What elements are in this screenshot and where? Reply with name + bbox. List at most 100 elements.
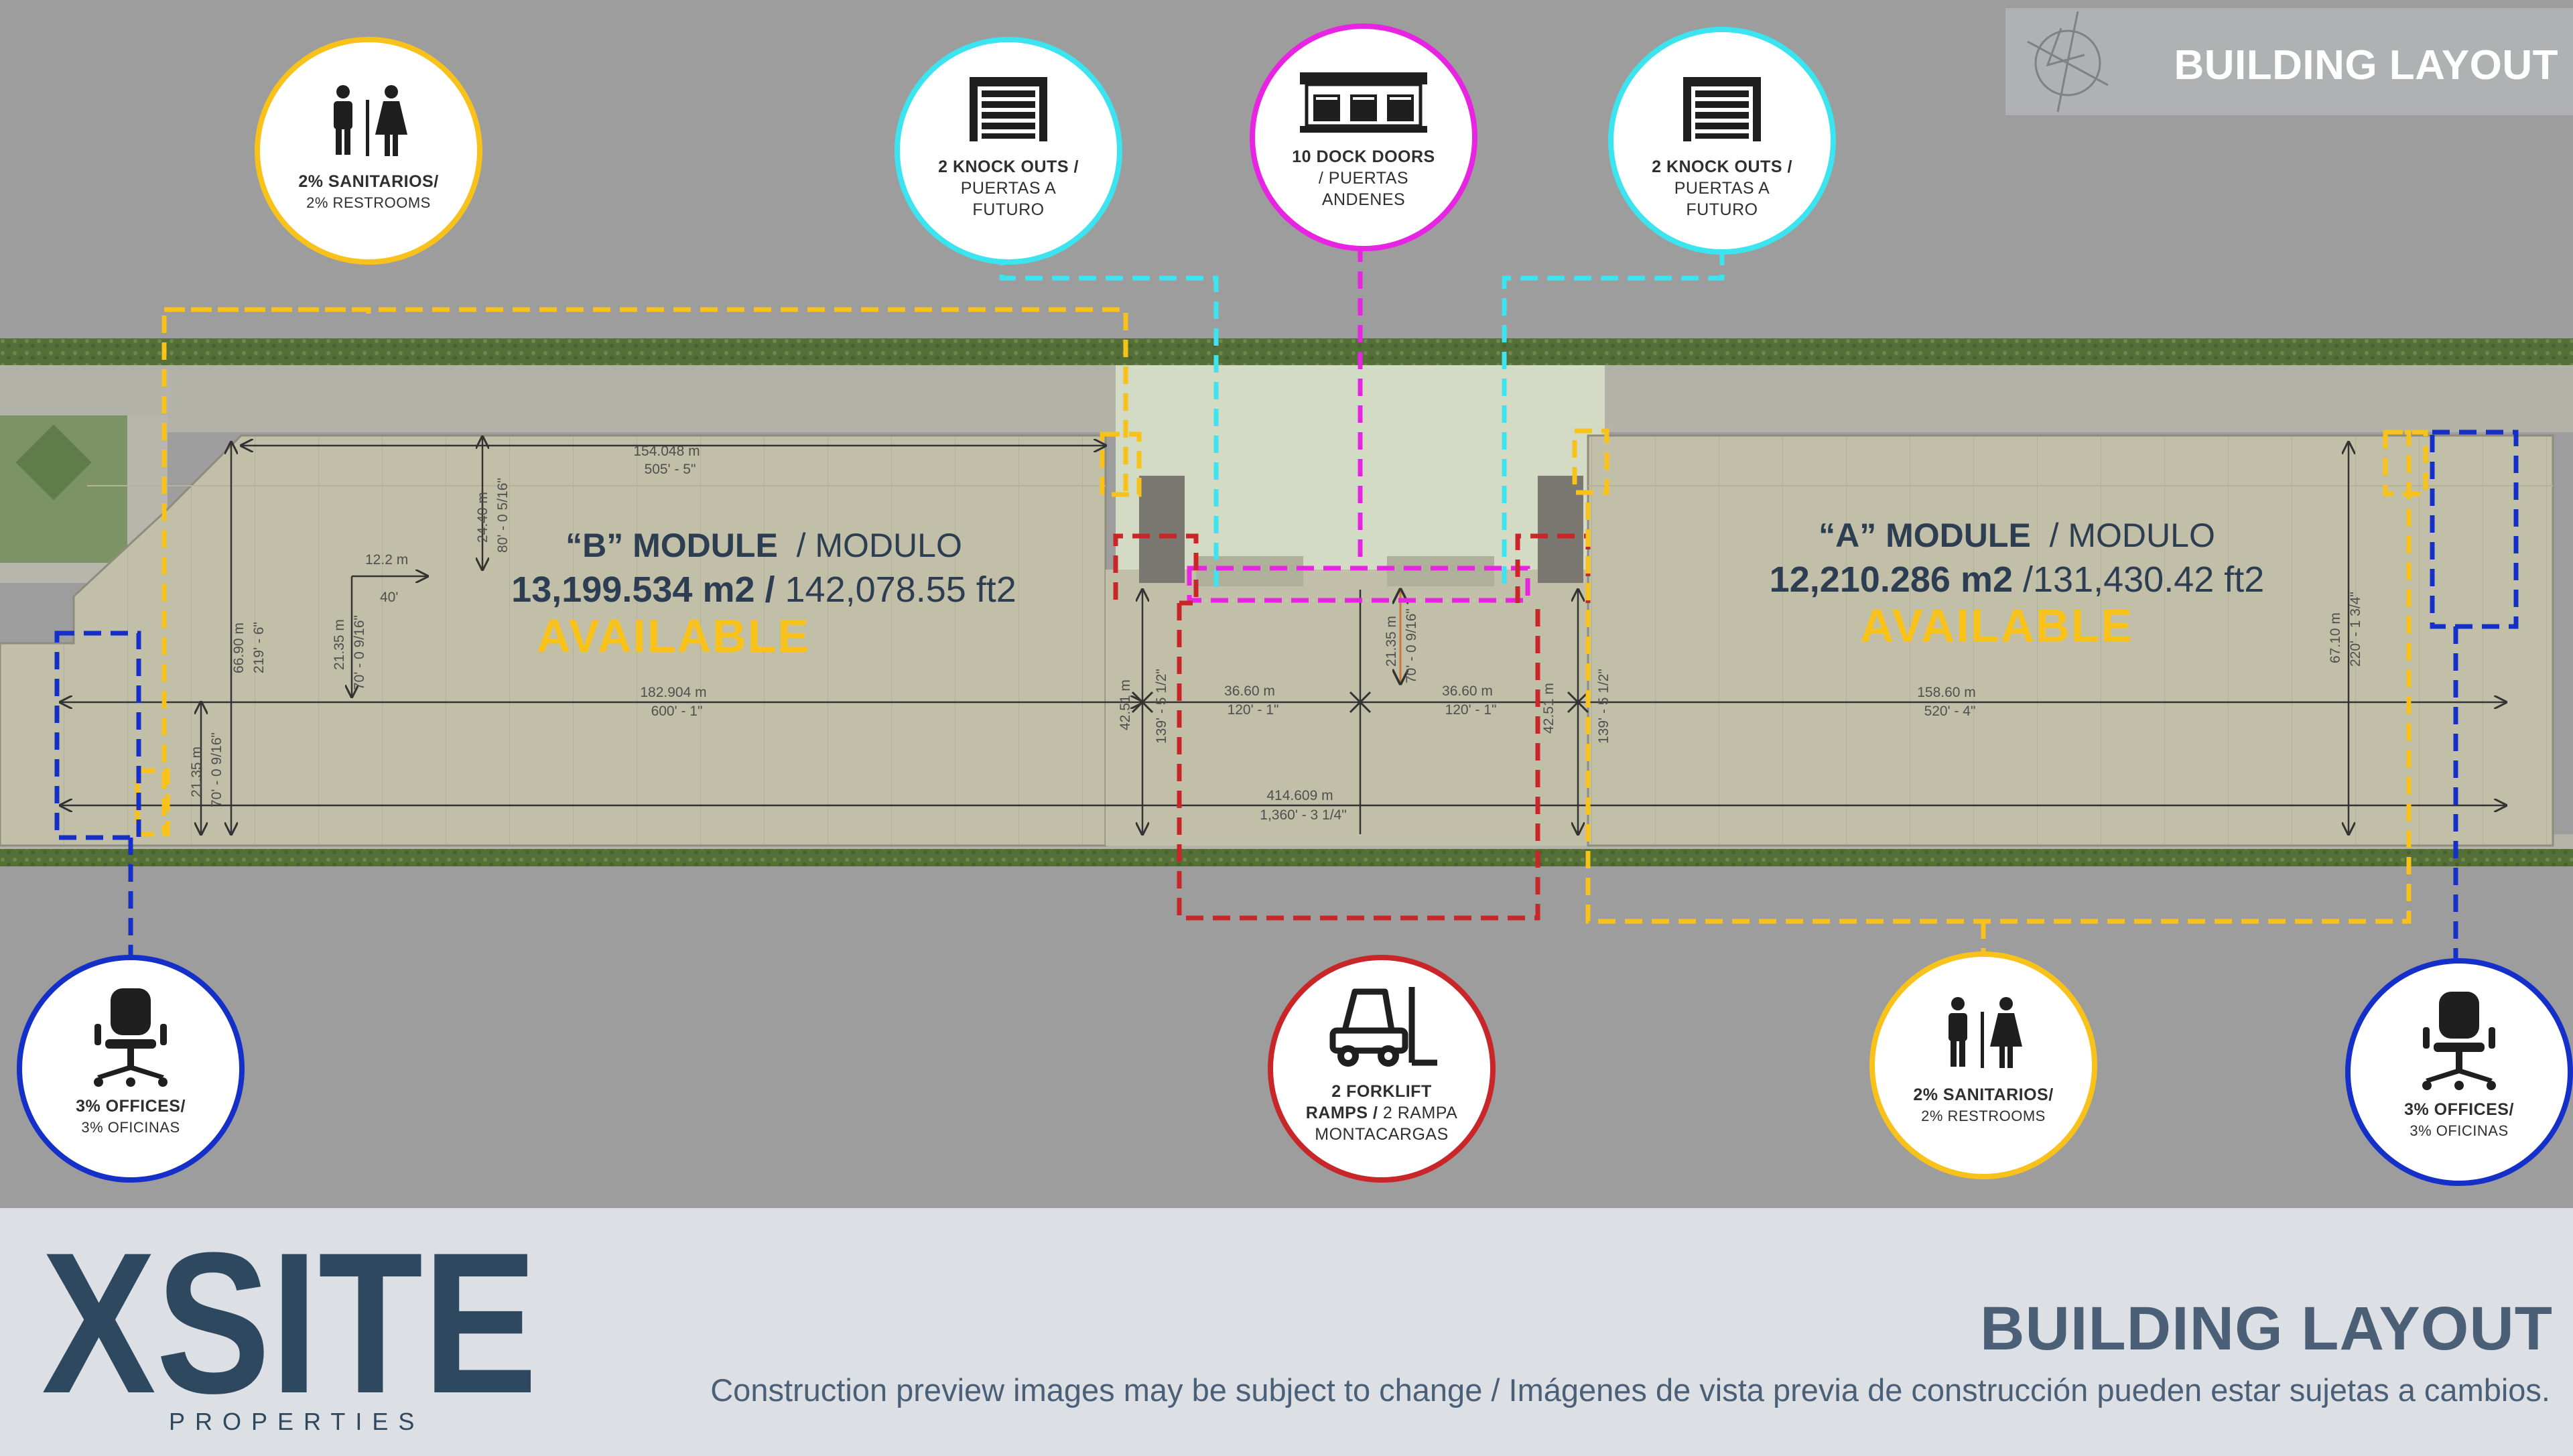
dock-building-icon (1300, 72, 1427, 133)
dim-a-len-m: 158.60 m (1917, 685, 1976, 700)
knockouts-left-line1: 2 KNOCK OUTS / (938, 157, 1079, 176)
restrooms-bottom-line1: 2% SANITARIOS/ (1913, 1085, 2054, 1104)
forklift-line2a: RAMPS / (1305, 1104, 1378, 1122)
module-b-status: AVAILABLE (536, 610, 811, 662)
dim-mid2-ft: 120' - 1" (1445, 702, 1497, 718)
header-title: BUILDING LAYOUT (2174, 42, 2558, 88)
callout-knockouts-right: 2 KNOCK OUTS / PUERTAS A FUTURO (1608, 27, 1836, 255)
module-a-area-m2: 12,210.286 m2 (1769, 559, 2013, 600)
callout-knockouts-left: 2 KNOCK OUTS / PUERTAS A FUTURO (895, 37, 1122, 265)
offices-left-line2: 3% OFICINAS (81, 1119, 180, 1136)
zone-restrooms-a (1585, 429, 2412, 924)
callout-restrooms-bottom: 2% SANITARIOS/ 2% RESTROOMS (1869, 951, 2097, 1179)
forklift-line2b: 2 RAMPA (1382, 1104, 1458, 1122)
callout-forklift: 2 FORKLIFT RAMPS / 2 RAMPA MONTACARGAS (1268, 955, 1496, 1183)
office-chair-icon (2422, 992, 2496, 1090)
footer-title: BUILDING LAYOUT (1980, 1295, 2553, 1363)
dim-b-len-m: 182.904 m (640, 685, 706, 700)
dim-b-top-ft: 505' - 5" (645, 462, 696, 477)
office-chair-icon (94, 988, 168, 1087)
dim-a-len-ft: 520' - 4" (1924, 704, 1976, 719)
zone-restroom-a-box (1572, 428, 1609, 495)
dock-canopy-left (1139, 476, 1185, 583)
callout-restrooms-top: 2% SANITARIOS/ 2% RESTROOMS (255, 37, 482, 265)
zone-forklift (1177, 603, 1540, 921)
forklift-icon (1329, 987, 1437, 1067)
dim-col-x-m: 12.2 m (365, 552, 408, 568)
restroom-icon (1949, 997, 2022, 1068)
zone-forklift-left (1113, 533, 1199, 606)
dim-total-ft: 1,360' - 3 1/4" (1260, 807, 1346, 823)
compass-logo-icon (2027, 11, 2109, 113)
dim-mid2-m: 36.60 m (1442, 683, 1493, 699)
dock-platform-left (1196, 556, 1303, 586)
dim-b-top-m: 154.048 m (633, 444, 700, 459)
title-box: BUILDING LAYOUT (2005, 8, 2573, 115)
dim-dock-left-ft: 139' - 5 1/2" (1154, 669, 1169, 744)
garage-door-icon (1683, 77, 1761, 141)
dim-mid-bay-m: 21.35 m (1384, 616, 1399, 667)
dim-b-bay-m: 24.40 m (475, 492, 490, 543)
knockouts-right-line1: 2 KNOCK OUTS / (1652, 157, 1792, 176)
footer: XSITE PROPERTIES BUILDING LAYOUT Constru… (0, 1208, 2573, 1456)
offices-right-line1: 3% OFFICES/ (2404, 1100, 2514, 1119)
zone-dock-doors (1187, 566, 1530, 603)
zone-offices-a (2430, 429, 2519, 629)
dim-dock-right-ft: 139' - 5 1/2" (1596, 669, 1611, 744)
dim-mid1-m: 36.60 m (1224, 683, 1275, 699)
module-a-name-es: / MODULO (2049, 517, 2215, 554)
dim-a-height-m: 67.10 m (2328, 612, 2343, 663)
zone-restroom-a-box-right (2383, 429, 2428, 497)
logo-subtitle: PROPERTIES (169, 1408, 425, 1435)
dock-doors-line3: ANDENES (1321, 190, 1406, 209)
dock-platform-right (1387, 556, 1494, 586)
dim-end-bay-m: 21.35 m (189, 746, 204, 797)
module-a-name: “A” MODULE (1819, 517, 2031, 554)
dim-col-y-ft: 70' - 0 9/16" (352, 615, 367, 690)
forklift-line1: 2 FORKLIFT (1331, 1082, 1432, 1101)
zone-restroom-b-box (1100, 432, 1142, 497)
dock-doors-line2: / PUERTAS (1318, 169, 1409, 188)
dim-total-m: 414.609 m (1266, 788, 1333, 803)
dim-b-height-ft: 219' - 6" (251, 622, 267, 673)
dim-b-len-ft: 600' - 1" (651, 704, 703, 719)
knockouts-right-line3: FUTURO (1686, 200, 1758, 219)
offices-right-line2: 3% OFICINAS (2410, 1122, 2509, 1139)
knockouts-right-line2: PUERTAS A (1674, 179, 1770, 198)
module-a-status: AVAILABLE (1859, 600, 2134, 652)
dim-dock-right-m: 42.51 m (1541, 683, 1557, 734)
dim-b-bay-ft: 80' - 0 5/16" (495, 478, 511, 553)
restrooms-top-line1: 2% SANITARIOS/ (298, 172, 439, 191)
forklift-line3: MONTACARGAS (1315, 1125, 1449, 1144)
module-a-area-ft2: /131,430.42 ft2 (2023, 559, 2265, 600)
dim-col-x-ft: 40' (380, 590, 398, 605)
building-a-module (1587, 434, 2554, 847)
dock-canopy-right (1538, 476, 1583, 583)
module-b-area-m2: 13,199.534 m2 / (511, 570, 775, 610)
dim-a-height-ft: 220' - 1 3/4" (2348, 592, 2363, 667)
zone-offices-b (54, 631, 141, 840)
dimension-crosses (1131, 691, 1589, 714)
callout-offices-right: 3% OFFICES/ 3% OFICINAS (2345, 958, 2573, 1186)
dim-mid-bay-ft: 70' - 0 9/16" (1404, 608, 1419, 683)
dimension-lines (60, 437, 2506, 834)
dim-col-y-m: 21.35 m (332, 619, 347, 670)
offices-left-line1: 3% OFFICES/ (76, 1097, 186, 1116)
module-a-label: “A” MODULE / MODULO 12,210.286 m2 /131,4… (1715, 516, 2318, 653)
zone-knockout-right (1502, 248, 1725, 593)
dock-doors-line1: 10 DOCK DOORS (1292, 147, 1435, 166)
dim-end-bay-ft: 70' - 0 9/16" (209, 732, 224, 807)
logo-text: XSITE (42, 1242, 537, 1402)
restrooms-top-line2: 2% RESTROOMS (306, 194, 431, 211)
zone-restrooms-b-top (164, 307, 1128, 496)
dim-mid1-ft: 120' - 1" (1228, 702, 1279, 718)
knockouts-left-line3: FUTURO (972, 200, 1045, 219)
knockouts-left-line2: PUERTAS A (960, 179, 1057, 198)
callout-offices-left: 3% OFFICES/ 3% OFICINAS (17, 955, 245, 1183)
zone-restroom-b-box-left (135, 768, 170, 837)
grass-strip-bottom (0, 848, 2573, 866)
footer-disclaimer: Construction preview images may be subje… (710, 1372, 2550, 1408)
module-b-name: “B” MODULE (566, 527, 778, 564)
grass-strip-top (0, 338, 2573, 367)
